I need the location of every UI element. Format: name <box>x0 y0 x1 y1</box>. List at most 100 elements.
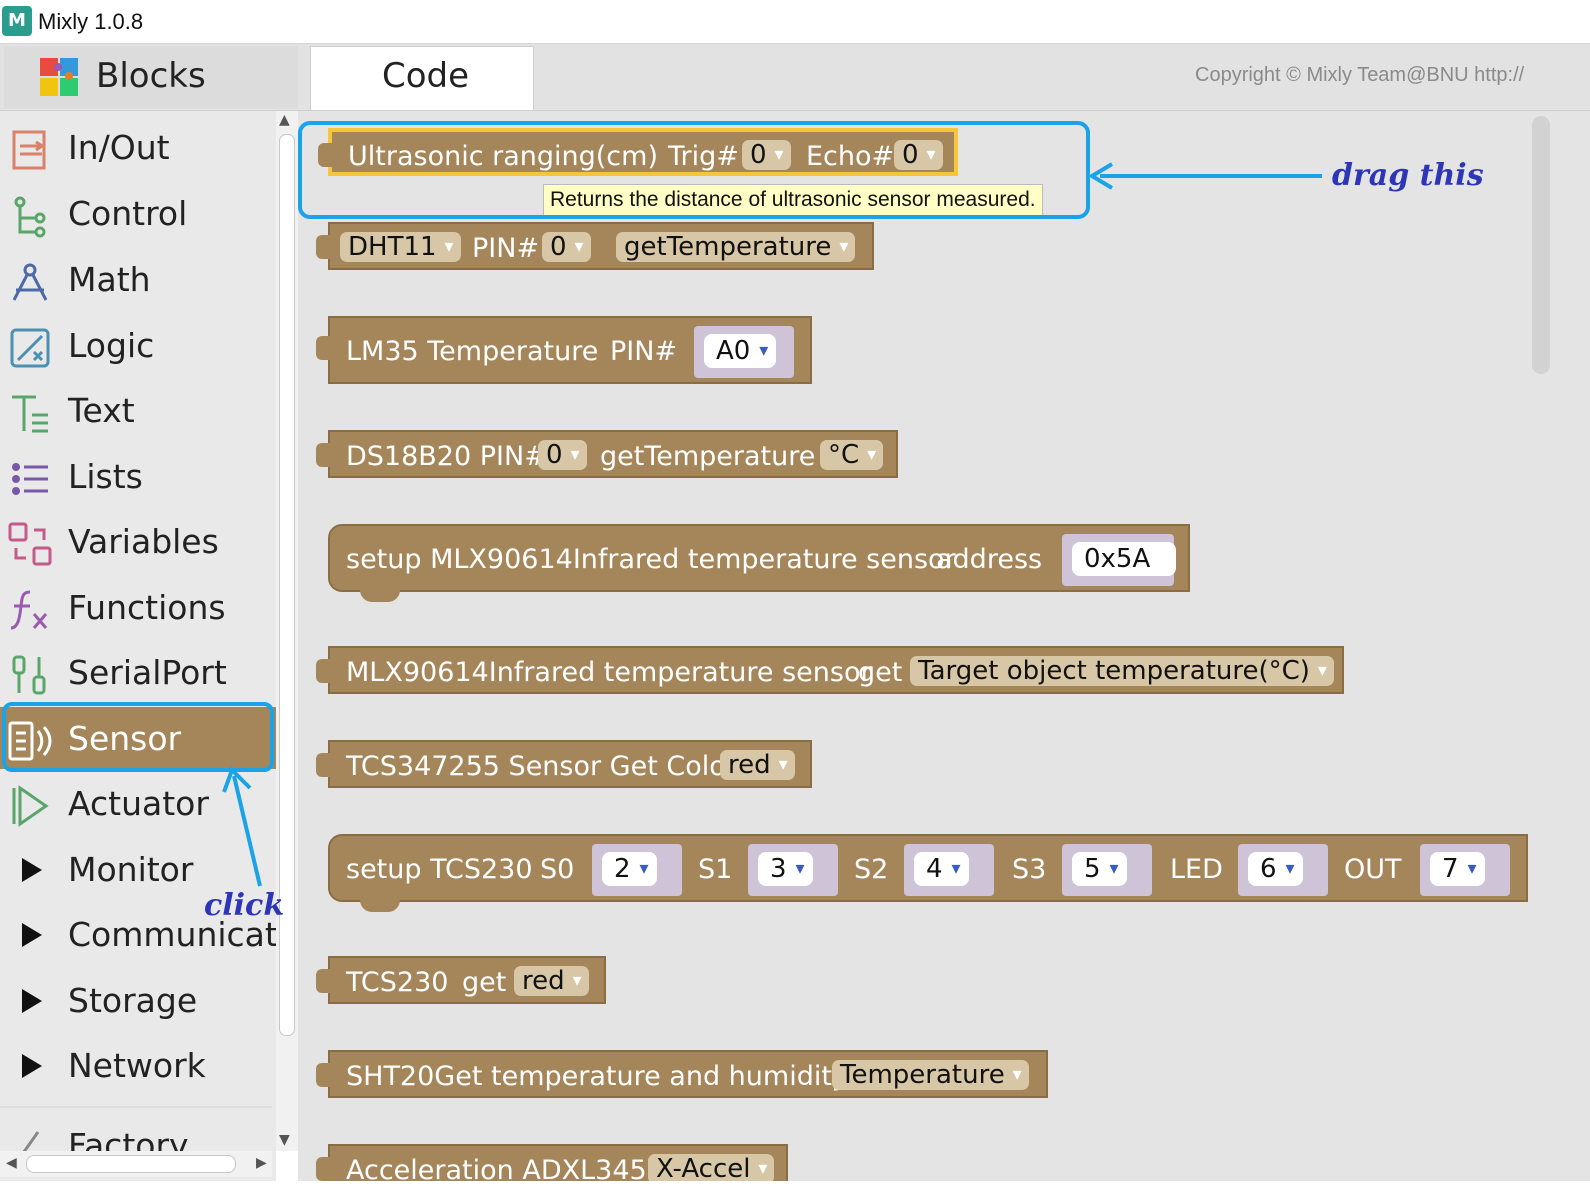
value-socket: A0 <box>694 326 794 378</box>
variables-icon <box>8 522 52 566</box>
category-serial-port[interactable]: SerialPort <box>0 641 276 703</box>
tcs34725-color-dropdown[interactable]: red <box>720 750 795 780</box>
block-label: TCS230 <box>346 967 449 998</box>
mlx-target-dropdown[interactable]: Target object temperature(°C) <box>910 656 1334 686</box>
output-connector <box>316 969 330 993</box>
block-label: TCS347255 Sensor Get Color <box>346 751 737 782</box>
tcs230-get-block[interactable]: TCS230 get red <box>316 956 606 1004</box>
output-connector <box>318 143 332 167</box>
output-connector <box>316 1157 330 1181</box>
mlx-address-input[interactable]: 0x5A <box>1072 542 1177 576</box>
window-title: Mixly 1.0.8 <box>38 9 144 34</box>
copyright-text: Copyright © Mixly Team@BNU http:// <box>1195 64 1525 86</box>
category-communicate[interactable]: Communicate <box>0 903 298 965</box>
block-label: Ultrasonic ranging(cm) <box>348 141 658 172</box>
title-bar <box>0 0 1590 44</box>
s3-pin-dropdown[interactable]: 5 <box>1072 852 1127 886</box>
scroll-right-icon[interactable]: ▶ <box>256 1155 267 1171</box>
block-label: setup TCS230 <box>346 854 533 885</box>
value-socket: 2 <box>592 844 682 896</box>
drag-arrow-icon <box>1088 162 1322 190</box>
dht-pin-dropdown[interactable]: 0 <box>542 232 591 262</box>
output-connector <box>316 753 330 777</box>
output-connector <box>316 659 330 683</box>
block-label: setup MLX90614Infrared temperature senso… <box>346 544 956 575</box>
block-label: Trig# <box>668 141 739 172</box>
ultrasonic-ranging-block[interactable]: Ultrasonic ranging(cm) Trig# 0 Echo# 0 <box>318 128 958 176</box>
tcs34725-block[interactable]: TCS347255 Sensor Get Color red <box>316 740 812 788</box>
out-pin-dropdown[interactable]: 7 <box>1430 852 1485 886</box>
value-socket: 6 <box>1238 844 1328 896</box>
tcs230-color-dropdown[interactable]: red <box>514 966 589 996</box>
ds18b20-block[interactable]: DS18B20 PIN# 0 getTemperature °C <box>316 430 898 478</box>
sidebar-horizontal-scroll-thumb[interactable] <box>26 1155 236 1173</box>
category-network[interactable]: Network <box>0 1034 276 1096</box>
next-connector <box>360 590 400 602</box>
sensor-icon <box>8 721 52 761</box>
trig-pin-dropdown[interactable]: 0 <box>742 140 791 170</box>
scroll-down-icon[interactable]: ▼ <box>279 1132 290 1148</box>
actuator-icon <box>12 785 49 827</box>
block-label: Echo# <box>806 141 895 172</box>
in-out-icon <box>12 130 46 170</box>
puzzle-icon <box>40 58 78 96</box>
block-label: OUT <box>1344 854 1402 885</box>
dht-mode-dropdown[interactable]: getTemperature <box>616 232 856 262</box>
sht20-block[interactable]: SHT20Get temperature and humidity Temper… <box>316 1050 1048 1098</box>
category-in-out[interactable]: In/Out <box>0 116 276 178</box>
value-socket: 0x5A <box>1062 534 1177 586</box>
category-control[interactable]: Control <box>0 182 276 244</box>
s1-pin-dropdown[interactable]: 3 <box>758 852 813 886</box>
control-icon <box>14 196 46 238</box>
dht11-block[interactable]: DHT11 PIN# 0 getTemperature <box>316 222 874 270</box>
value-socket: 7 <box>1420 844 1510 896</box>
echo-pin-dropdown[interactable]: 0 <box>894 140 943 170</box>
mlx90614-setup-block[interactable]: setup MLX90614Infrared temperature senso… <box>328 524 1190 602</box>
serial-port-icon <box>12 655 46 695</box>
bottom-bar <box>0 1181 1590 1200</box>
tcs230-setup-block[interactable]: setup TCS230 S0 2 S1 3 S2 4 S3 5 LED 6 O… <box>328 834 1528 912</box>
scroll-left-icon[interactable]: ◀ <box>6 1155 17 1171</box>
block-label: get <box>462 967 507 998</box>
s0-pin-dropdown[interactable]: 2 <box>602 852 657 886</box>
category-factory[interactable]: Factory <box>0 1114 276 1152</box>
adxl345-axis-dropdown[interactable]: X-Accel <box>648 1154 775 1184</box>
lm35-block[interactable]: LM35 Temperature PIN# A0 <box>316 316 812 384</box>
lists-icon <box>12 463 48 495</box>
category-logic[interactable]: Logic <box>0 314 276 376</box>
category-lists[interactable]: Lists <box>0 445 276 507</box>
category-actuator[interactable]: Actuator <box>0 772 276 834</box>
mlx90614-get-block[interactable]: MLX90614Infrared temperature sensor get … <box>316 646 1344 694</box>
expand-triangle-icon <box>22 1054 42 1078</box>
tab-blocks-label: Blocks <box>96 56 206 96</box>
category-functions[interactable]: Functions <box>0 576 276 638</box>
tab-blocks[interactable] <box>4 46 298 108</box>
led-pin-dropdown[interactable]: 6 <box>1248 852 1303 886</box>
s2-pin-dropdown[interactable]: 4 <box>914 852 969 886</box>
flyout-scroll-thumb[interactable] <box>1532 116 1550 374</box>
factory-icon <box>22 1131 40 1152</box>
text-icon <box>12 395 48 433</box>
block-label: LM35 Temperature <box>346 336 599 367</box>
lm35-pin-dropdown[interactable]: A0 <box>704 334 777 368</box>
expand-triangle-icon <box>22 923 42 947</box>
category-math[interactable]: Math <box>0 248 276 310</box>
block-label: SHT20Get temperature and humidity <box>346 1061 848 1092</box>
sht20-mode-dropdown[interactable]: Temperature <box>832 1060 1029 1090</box>
category-storage[interactable]: Storage <box>0 969 276 1031</box>
sidebar-vertical-scroll-thumb[interactable] <box>279 134 295 1036</box>
block-label: getTemperature <box>600 441 816 472</box>
ds18b20-unit-dropdown[interactable]: °C <box>820 440 884 470</box>
dht-sensor-dropdown[interactable]: DHT11 <box>340 232 461 262</box>
category-text[interactable]: Text <box>0 379 276 441</box>
tab-code[interactable] <box>310 46 534 110</box>
category-variables[interactable]: Variables <box>0 510 276 572</box>
value-socket: 3 <box>748 844 838 896</box>
block-label: Acceleration ADXL345 <box>346 1155 647 1186</box>
category-sensor[interactable]: Sensor <box>0 707 276 769</box>
ds18b20-pin-dropdown[interactable]: 0 <box>538 440 587 470</box>
block-label: PIN# <box>610 336 678 367</box>
value-socket: 4 <box>904 844 994 896</box>
scroll-up-icon[interactable]: ▲ <box>279 112 290 128</box>
category-monitor[interactable]: Monitor <box>0 838 276 900</box>
